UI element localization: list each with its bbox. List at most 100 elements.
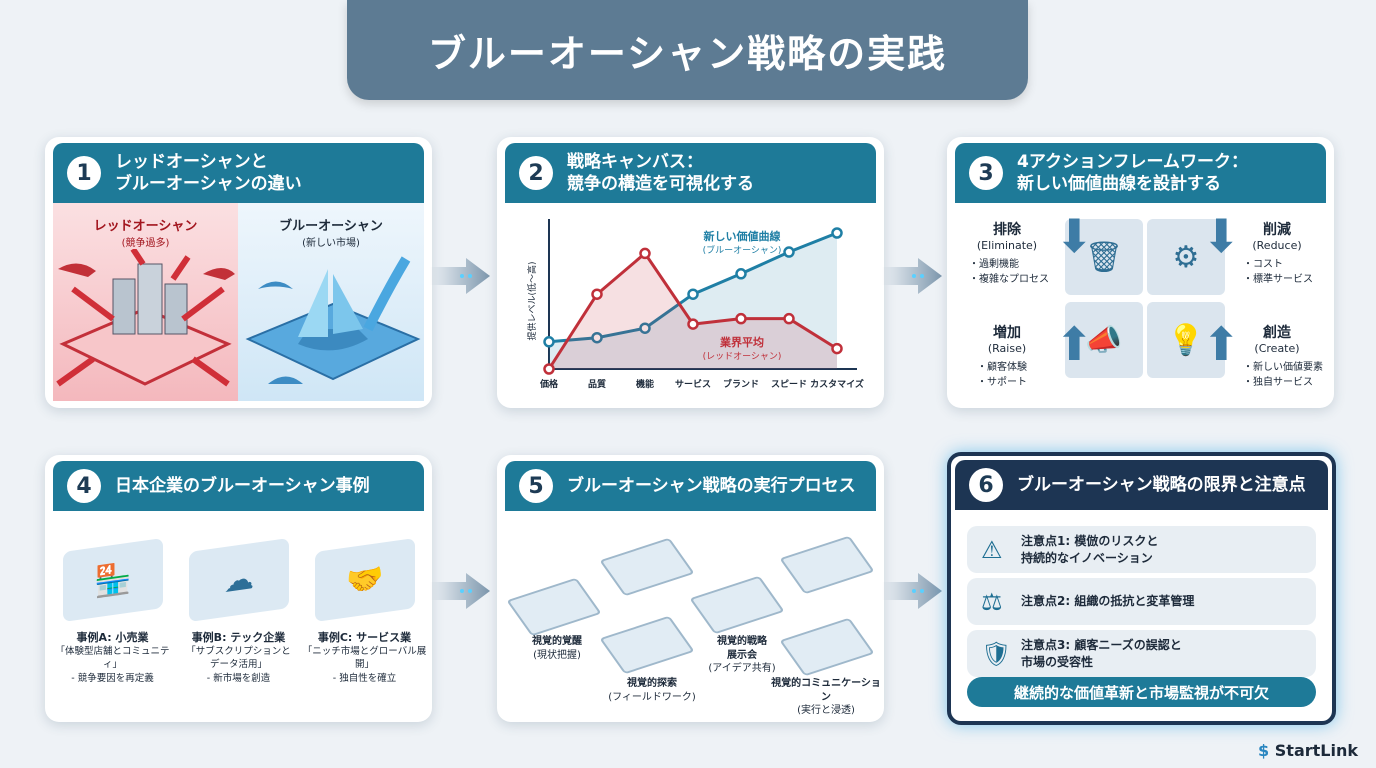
communication-platform-icon	[779, 617, 875, 677]
blue-ocean-label: ブルーオーシャン	[279, 219, 383, 234]
globe-handshake-icon: 🤝	[314, 537, 415, 623]
card-title: ブルーオーシャン戦略の限界と注意点	[1017, 474, 1306, 495]
warning-icon: ⚠	[981, 535, 1003, 564]
step-sub: (アイデア共有)	[708, 663, 776, 674]
card-title: 日本企業のブルーオーシャン事例	[115, 475, 370, 496]
data-point	[591, 288, 603, 300]
case-title: 事例B: テック企業	[191, 631, 286, 644]
caution-text: 市場の受容性	[1021, 654, 1094, 669]
step-number: 1	[67, 156, 101, 190]
step-number: 4	[67, 469, 101, 503]
action-title: 増加	[993, 325, 1021, 341]
card-title: 4アクションフレームワーク：	[1017, 151, 1248, 172]
meeting-platform-icon	[779, 535, 875, 595]
action-title: 削減	[1263, 222, 1291, 238]
bullet: ・独自サービス	[1243, 377, 1313, 388]
step-title: 視覚的戦略 展示会	[717, 636, 767, 661]
step-exploration: 視覚的探索(フィールドワーク)	[597, 677, 707, 704]
action-title: 創造	[1263, 325, 1291, 341]
series-label: 新しい価値曲線	[704, 229, 781, 243]
case-retail: 🏪 事例A: 小売業 「体験型店舗とコミュニティ」- 競争要因を再定義	[50, 537, 175, 685]
card-limitations: 6 ブルーオーシャン戦略の限界と注意点 ⚠注意点1: 模倣のリスクと持続的なイノ…	[947, 452, 1336, 725]
bullet: ・新しい価値要素	[1243, 362, 1323, 373]
case-desc: データ活用」	[209, 659, 267, 671]
flow-arrow-icon	[430, 573, 490, 609]
case-title: 事例A: 小売業	[76, 631, 149, 644]
step-number: 5	[519, 469, 553, 503]
step-number: 2	[519, 156, 553, 190]
cloud-tablet-icon: ☁	[188, 537, 289, 623]
page-title: ブルーオーシャン戦略の実践	[347, 0, 1028, 100]
eye-platform-icon	[506, 577, 602, 637]
series-label: 業界平均	[719, 335, 764, 349]
scales-icon: ⚖	[981, 587, 1003, 616]
action-title: 排除	[993, 222, 1021, 238]
flow-arrow-icon	[882, 258, 942, 294]
fieldwork-platform-icon	[599, 615, 695, 675]
data-point	[639, 247, 651, 260]
case-desc: 「体験型店舗とコミュニティ」	[55, 646, 170, 671]
logo-text: Link	[1320, 741, 1358, 760]
blue-ocean-panel: ブルーオーシャン (新しい市場)	[238, 203, 424, 401]
series-area	[549, 233, 837, 369]
magnifier-platform-icon	[599, 537, 695, 597]
strategy-canvas-chart: 提供レベル(低〜高)価格品質機能サービスブランドスピードカスタマイズ新しい価値曲…	[526, 219, 864, 390]
bullet: ・標準サービス	[1243, 274, 1313, 285]
red-ocean-sub: (競争過多)	[121, 238, 170, 249]
action-raise: 増加(Raise) ・顧客体験・サポート	[947, 322, 1067, 388]
blue-ocean-sub: (新しい市場)	[302, 238, 360, 249]
action-eliminate: 排除(Eliminate) ・過剰機能・複雑なプロセス	[947, 219, 1067, 285]
x-tick-label: サービス	[675, 378, 711, 390]
x-tick-label: 機能	[636, 378, 654, 390]
card-red-vs-blue: 1 レッドオーシャンとブルーオーシャンの違い レッドオーシャン (競争過多) ブ…	[45, 137, 432, 408]
y-axis-label: 提供レベル(低〜高)	[526, 261, 538, 340]
step-awakening: 視覚的覚醒 (現状把握)	[512, 635, 602, 662]
presentation-platform-icon	[689, 575, 785, 635]
case-tech: ☁ 事例B: テック企業 「サブスクリプションとデータ活用」- 新市場を創造	[176, 537, 301, 685]
red-ocean-panel: レッドオーシャン (競争過多)	[53, 203, 238, 401]
case-title: 事例C: サービス業	[317, 631, 412, 644]
case-service: 🤝 事例C: サービス業 「ニッチ市場とグローバル展開」- 独自性を確立	[302, 537, 427, 685]
step-fair: 視覚的戦略 展示会 (アイデア共有)	[692, 635, 792, 676]
card-title: レッドオーシャンと	[115, 151, 268, 172]
step-number: 3	[969, 156, 1003, 190]
series-sublabel: (レッドオーシャン)	[703, 351, 782, 362]
step-communication: 視覚的コミュニケーション (実行と浸透)	[767, 677, 884, 718]
caution-item-3: 🛡注意点3: 顧客ニーズの誤認と市場の受容性	[967, 630, 1316, 677]
step-sub: (実行と浸透)	[797, 705, 855, 716]
action-en: (Raise)	[987, 342, 1027, 355]
step-title: 視覚的覚醒	[532, 636, 582, 647]
x-tick-label: スピード	[771, 378, 807, 390]
data-point	[735, 312, 747, 325]
card-header: 2 戦略キャンバス：競争の構造を可視化する	[505, 143, 876, 203]
arrow-up-icon: ⬆	[1202, 317, 1241, 371]
step-title: 視覚的コミュニケーション	[771, 678, 881, 703]
step-title: 視覚的探索	[627, 678, 677, 689]
action-en: (Eliminate)	[976, 239, 1038, 252]
data-point	[687, 288, 699, 300]
arrow-down-icon: ⬇	[1055, 209, 1094, 263]
action-en: (Reduce)	[1252, 239, 1302, 252]
data-point	[543, 336, 555, 348]
x-tick-label: 品質	[588, 378, 606, 390]
data-point	[831, 227, 843, 239]
series-area	[549, 253, 837, 369]
case-desc: 「ニッチ市場とグローバル展開」	[302, 646, 427, 671]
competition-illustration	[56, 247, 235, 387]
x-tick-label: ブランド	[723, 378, 759, 390]
data-point	[687, 318, 699, 330]
case-desc: - 独自性を確立	[332, 672, 397, 684]
step-sub: (現状把握)	[533, 649, 581, 661]
card-execution-process: 5 ブルーオーシャン戦略の実行プロセス 視覚的覚醒 (現状把握) 視覚的探索(フィ…	[497, 455, 884, 722]
trash-icon: 🗑	[1065, 219, 1143, 295]
card-header: 5 ブルーオーシャン戦略の実行プロセス	[505, 461, 876, 511]
lightbulb-icon: 💡	[1147, 302, 1225, 378]
step-number: 6	[969, 468, 1003, 502]
x-tick-label: カスタマイズ	[810, 378, 864, 390]
card-japan-cases: 4 日本企業のブルーオーシャン事例 🏪 事例A: 小売業 「体験型店舗とコミュニ…	[45, 455, 432, 722]
bullet: ・過剰機能	[969, 259, 1019, 270]
caution-text: 持続的なイノベーション	[1021, 550, 1153, 565]
shop-icon: 🏪	[62, 537, 163, 623]
card-header: 3 4アクションフレームワーク：新しい価値曲線を設計する	[955, 143, 1326, 203]
card-header: 6 ブルーオーシャン戦略の限界と注意点	[955, 460, 1328, 510]
